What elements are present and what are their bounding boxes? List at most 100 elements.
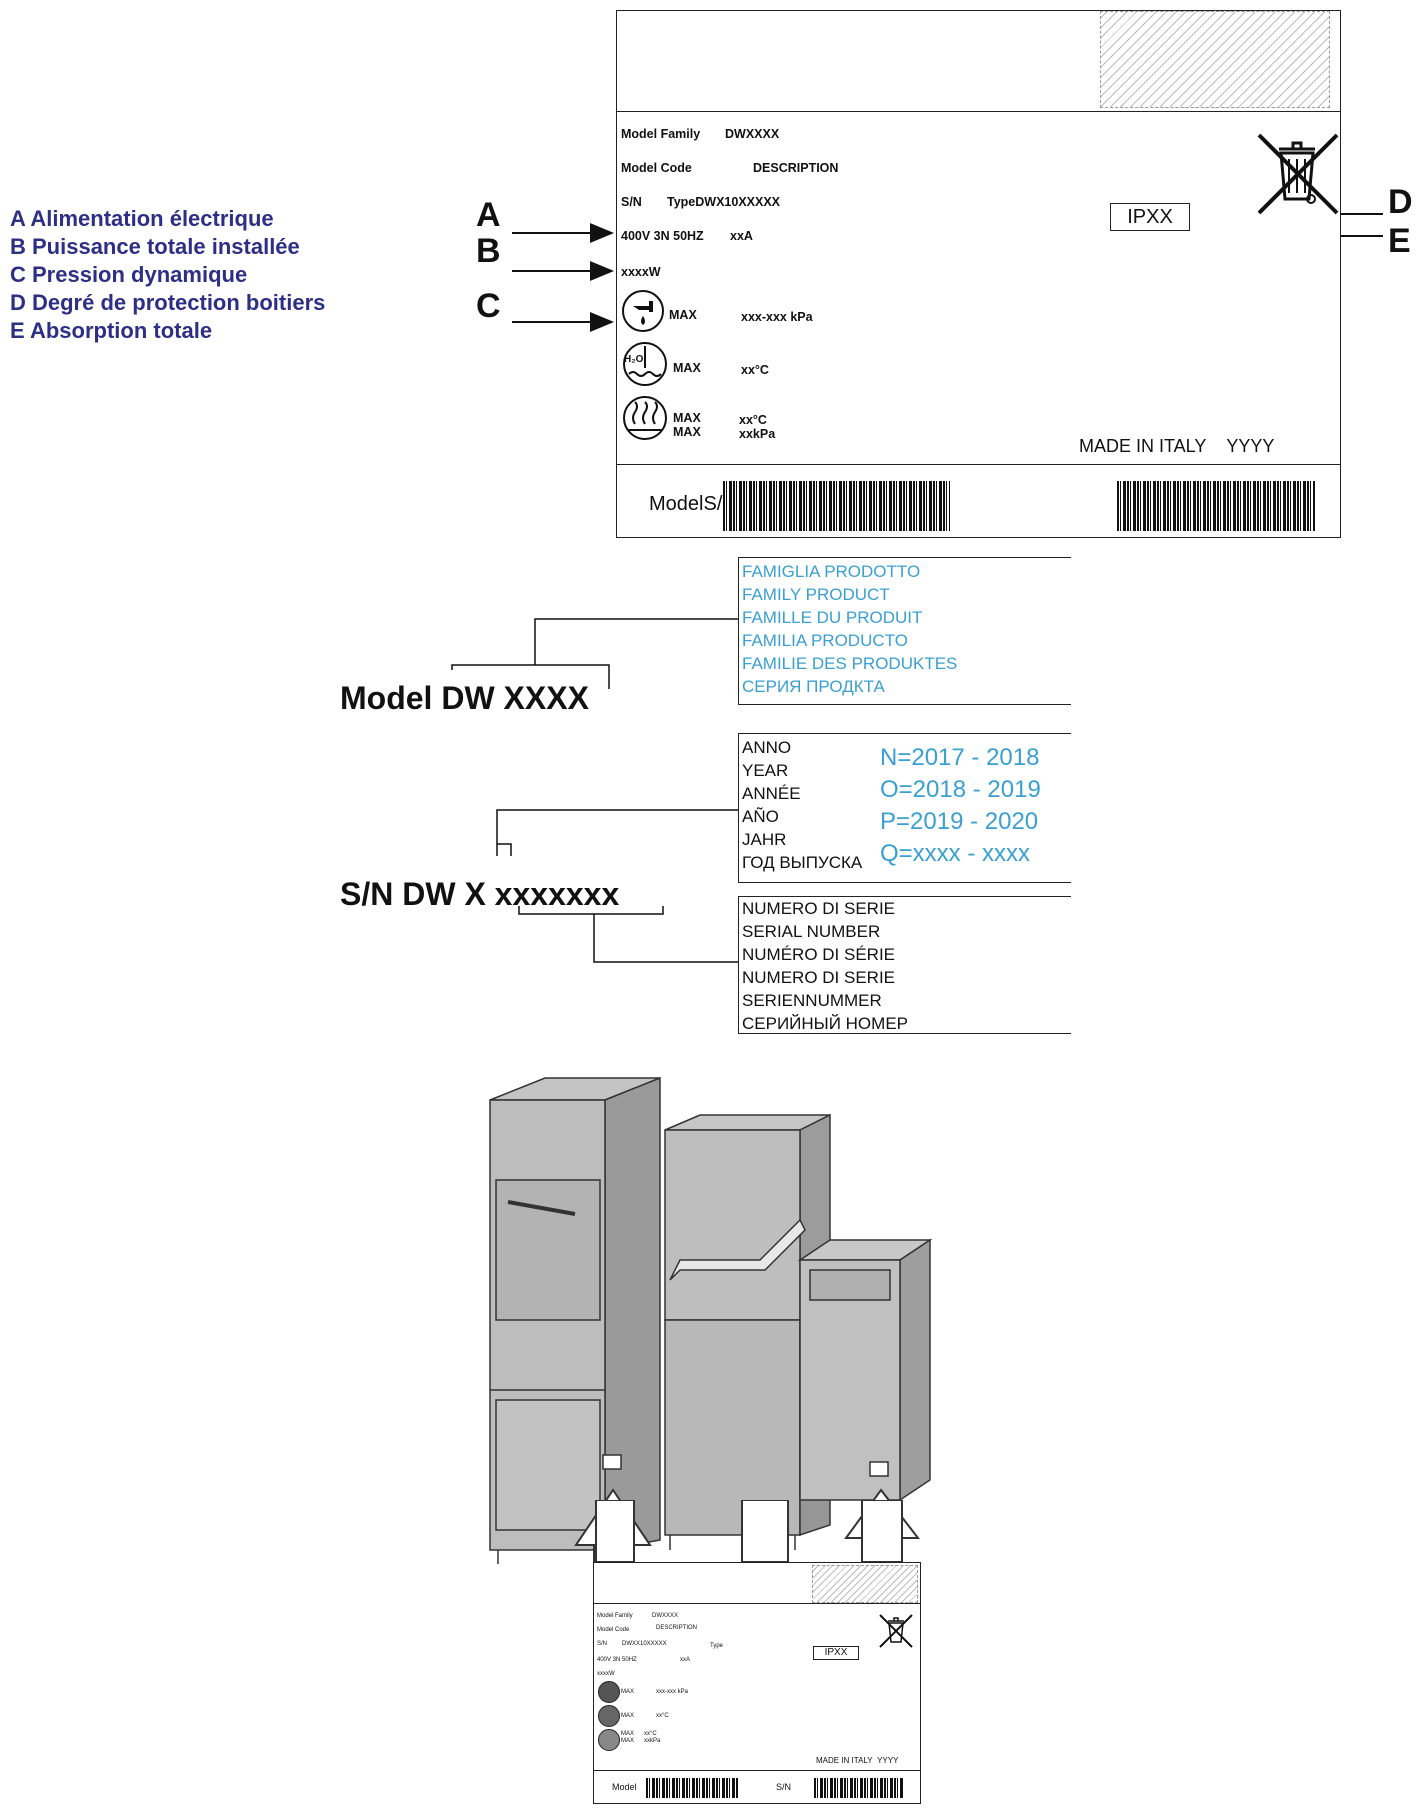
made-in-label: MADE IN ITALY — [1079, 436, 1207, 456]
small-weee-crossed-bin-icon — [879, 1614, 913, 1648]
serial-label-en: SERIAL NUMBER — [742, 922, 881, 941]
small-made-in-italy: MADE IN ITALY YYYY — [816, 1756, 898, 1765]
legend: A Alimentation électrique B Puissance to… — [10, 205, 325, 345]
family-label-de: FAMILIE DES PRODUKTES — [742, 654, 958, 673]
arrow-stems — [595, 1500, 903, 1563]
ip-rating-box: IPXX — [1110, 203, 1190, 231]
pointer-letter-e: E — [1388, 222, 1411, 260]
sn-year-letter: X — [464, 876, 486, 912]
year-label-de: JAHR — [742, 830, 787, 849]
serial-label-it: NUMERO DI SERIE — [742, 899, 896, 918]
legend-item-a: A Alimentation électrique — [10, 206, 274, 231]
small-power: xxxxW — [597, 1671, 615, 1677]
year-placeholder: YYYY — [1226, 436, 1275, 456]
model-code-label: Model Code — [621, 161, 692, 175]
small-made-in-label: MADE IN ITALY — [816, 1756, 873, 1765]
small-water-temp-value: xx°C — [656, 1713, 669, 1719]
small-model-family-label: Model Family — [597, 1613, 633, 1619]
family-product-box: FAMIGLIA PRODOTTO FAMILY PRODUCT FAMILLE… — [738, 557, 1071, 705]
small-model-code-value: DESCRIPTION — [656, 1625, 698, 1631]
year-label-es: AÑO — [742, 807, 779, 826]
small-current: xxA — [680, 1657, 691, 1663]
max-label-water-temp: MAX — [673, 361, 701, 375]
h2o-label: H₂O — [624, 354, 644, 365]
plate-footer — [617, 464, 1340, 537]
small-plate-footer — [594, 1770, 920, 1803]
decoder-lines — [451, 618, 738, 963]
year-code-q: Q=xxxx - xxxx — [880, 840, 1031, 867]
sn-serial-digits: xxxxxxx — [494, 876, 620, 912]
model-code-value: DESCRIPTION — [753, 161, 839, 175]
year-label-fr: ANNÉE — [742, 784, 801, 803]
small-model-label: Model — [612, 1782, 637, 1792]
legend-item-c: C Pression dynamique — [10, 262, 248, 287]
year-code-n: N=2017 - 2018 — [880, 744, 1040, 771]
boiler-pressure-value: xxkPa — [739, 427, 776, 441]
model-code-example: Model DW XXXX — [340, 680, 589, 717]
pointer-letter-b: B — [476, 232, 501, 270]
small-ip-rating-box: IPXX — [813, 1646, 859, 1660]
water-temp-value: xx°C — [741, 363, 769, 377]
year-label-it: ANNO — [742, 738, 792, 757]
legend-item-e: E Absorption totale — [10, 318, 213, 343]
small-year: YYYY — [877, 1756, 899, 1765]
small-max-boiler-temp: MAX — [621, 1731, 635, 1737]
dishwasher-machines-illustration — [489, 1076, 933, 1570]
power-value: xxxxW — [621, 265, 661, 279]
small-model-code-label: Model Code — [597, 1627, 630, 1633]
serial-label-fr: NUMÉRO DI SÉRIE — [742, 945, 896, 964]
year-label-ru: ГОД ВЫПУСКА — [742, 853, 863, 872]
undercounter-dishwasher-drawing — [797, 1238, 933, 1502]
small-sn-value: DWXX10XXXXX — [622, 1641, 667, 1647]
legend-item-b: B Puissance totale installée — [10, 234, 300, 259]
serial-label-ru: СЕРИЙНЫЙ НОМЕР — [742, 1014, 908, 1033]
made-in-italy-text: MADE IN ITALY YYYY — [1079, 436, 1274, 457]
tall-dishwasher-drawing — [489, 1076, 661, 1564]
max-label-pressure: MAX — [669, 308, 697, 322]
max-label-boiler-pressure: MAX — [673, 425, 701, 439]
small-sn-footer-label: S/N — [776, 1782, 792, 1792]
serial-number-box: NUMERO DI SERIE SERIAL NUMBER NUMÉRO DI … — [738, 896, 1071, 1034]
weee-crossed-bin-icon — [1257, 133, 1339, 215]
pressure-value: xxx-xxx kPa — [741, 310, 813, 324]
small-pressure-value: xxx-xxx kPa — [656, 1689, 689, 1695]
small-water-tap-icon — [598, 1681, 620, 1703]
small-type-label: Type — [710, 1643, 724, 1649]
small-sn-label: S/N — [597, 1641, 608, 1647]
sn-prefix: S/N DW — [340, 876, 456, 912]
small-max-pressure: MAX — [621, 1689, 635, 1695]
year-box: ANNO YEAR ANNÉE AÑO JAHR ГОД ВЫПУСКА — [738, 733, 1071, 883]
power-supply: 400V 3N 50HZ — [621, 229, 704, 243]
plate-hatched-area — [1100, 11, 1330, 108]
pointer-letter-a: A — [476, 196, 501, 234]
model-prefix: Model — [340, 680, 433, 716]
boiler-temp-value: xx°C — [739, 413, 767, 427]
small-water-temperature-icon — [598, 1705, 620, 1727]
small-plate-header — [594, 1563, 920, 1604]
small-max-water-temp: MAX — [621, 1713, 635, 1719]
small-max-boiler-pressure: MAX — [621, 1738, 635, 1744]
plate-header — [617, 11, 1340, 112]
small-serial-barcode — [814, 1778, 904, 1798]
family-label-en: FAMILY PRODUCT — [742, 585, 890, 604]
pointer-letter-c: C — [476, 287, 501, 325]
model-barcode — [723, 481, 950, 531]
year-label-en: YEAR — [742, 761, 789, 780]
year-code-o: O=2018 - 2019 — [880, 776, 1041, 803]
serial-label-de: SERIENNUMMER — [742, 991, 882, 1010]
pointer-letter-d: D — [1388, 183, 1413, 221]
model-family-code: DW XXXX — [441, 680, 589, 716]
small-model-barcode — [646, 1778, 738, 1798]
small-model-family-value: DWXXXX — [652, 1613, 679, 1619]
small-boiler-temp: xx°C — [644, 1731, 657, 1737]
family-label-fr: FAMILLE DU PRODUIT — [742, 608, 923, 627]
rating-plate: Model Family DWXXXX Model Code DESCRIPTI… — [616, 10, 1341, 538]
water-tap-icon — [622, 290, 664, 332]
family-label-it: FAMIGLIA PRODOTTO — [742, 562, 921, 581]
small-boiler-pressure: xxkPa — [644, 1738, 661, 1744]
water-temperature-icon — [623, 342, 667, 386]
small-boiler-steam-icon — [598, 1729, 620, 1751]
max-label-boiler-temp: MAX — [673, 411, 701, 425]
serial-barcode — [1117, 481, 1315, 531]
model-family-label: Model Family — [621, 127, 701, 141]
